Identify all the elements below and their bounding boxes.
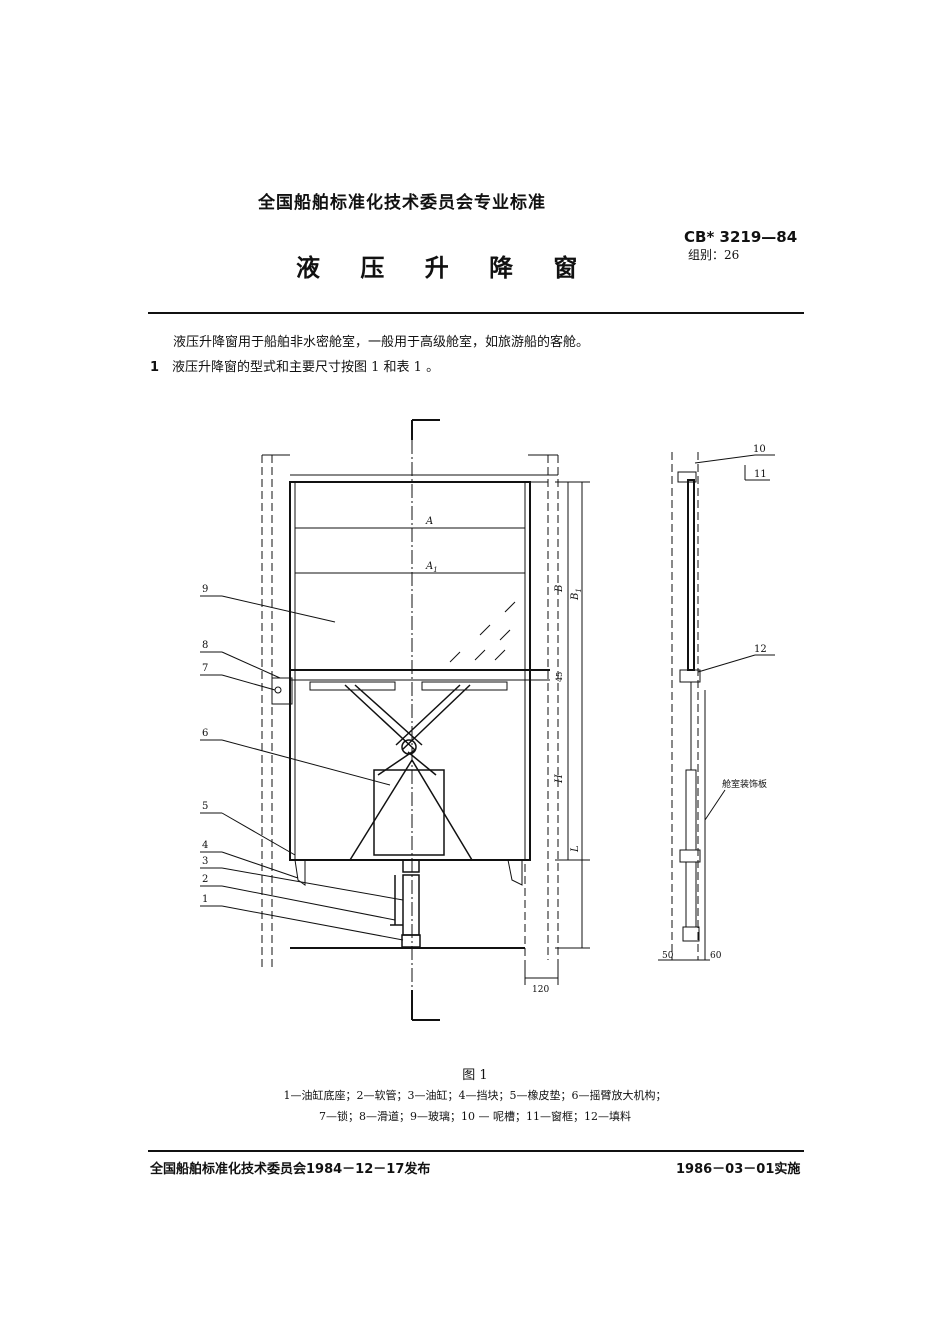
dim-B1-subscript: 1: [575, 588, 583, 592]
scissor-mechanism: [344, 684, 473, 861]
clause-1: 1 液压升降窗的型式和主要尺寸按图 1 和表 1 。: [150, 356, 439, 375]
glass-hatching: [449, 601, 516, 663]
footer-rule: [148, 1150, 804, 1152]
callout-5: 5: [202, 801, 208, 812]
callout-8: 8: [202, 640, 208, 651]
callout-4: 4: [202, 840, 208, 851]
stop-blocks: [294, 859, 523, 886]
callout-leaders: [200, 595, 404, 941]
dim-L: L: [570, 845, 581, 853]
clause-text: 液压升降窗的型式和主要尺寸按图 1 和表 1 。: [172, 360, 440, 375]
figure-legend-line-1: 1—油缸底座；2—软管；3—油缸；4—挡块；5—橡皮垫；6—摇臂放大机构；: [283, 1089, 667, 1102]
header-rule: [148, 312, 804, 314]
trim-panel-label: 舱室装饰板: [722, 778, 767, 790]
bulkhead-opening: [261, 454, 559, 970]
figure-1-drawing: 9 8 7 6 5 4 3 2 1 10 11 12 A A1 B B1 H L…: [200, 419, 775, 1021]
callout-9: 9: [202, 584, 208, 595]
side-view: [658, 452, 775, 961]
callout-7: 7: [202, 663, 208, 674]
dim-h: 45: [555, 672, 564, 682]
dim-B1: B1: [570, 588, 583, 601]
section-marker: [411, 419, 440, 1021]
intro-paragraph: 液压升降窗用于船舶非水密舱室，一般用于高级舱室，如旅游船的客舱。: [173, 335, 590, 350]
dim-B1-letter: B: [570, 593, 581, 601]
dim-A1-subscript: 1: [433, 566, 437, 574]
window-frame: [289, 481, 550, 949]
dimension-lines: [295, 481, 590, 985]
issue-date: 全国船舶标准化技术委员会1984－12－17发布: [150, 1162, 431, 1177]
callout-11: 11: [754, 469, 767, 480]
hydraulic-cylinder: [390, 859, 421, 948]
dim-A1: A1: [425, 561, 438, 574]
dim-50: 50: [662, 951, 674, 961]
figure-caption: 图 1: [462, 1068, 488, 1083]
callout-3: 3: [202, 856, 208, 867]
callout-6: 6: [202, 728, 208, 739]
callout-10: 10: [753, 444, 766, 455]
group-number: 组别：26: [688, 248, 740, 262]
document-title: 液 压 升 降 窗: [296, 254, 594, 282]
figure-legend-line-2: 7—锁；8—滑道；9—玻璃；10 — 呢槽；11—窗框；12—填料: [319, 1110, 631, 1123]
dim-H: H: [554, 774, 565, 784]
dim-120: 120: [532, 985, 549, 995]
callout-2: 2: [202, 874, 208, 885]
dim-60: 60: [710, 951, 722, 961]
dim-A: A: [425, 516, 433, 527]
effective-date: 1986－03－01实施: [676, 1162, 801, 1177]
callout-12: 12: [754, 644, 767, 655]
organization-heading: 全国船舶标准化技术委员会专业标准: [258, 193, 546, 213]
clause-number: 1: [150, 360, 160, 375]
callout-1: 1: [202, 894, 208, 905]
dim-B: B: [554, 585, 565, 593]
dim-A1-letter: A: [425, 561, 433, 572]
standard-code: CB* 3219—84: [684, 228, 798, 246]
slide-rails: [271, 677, 508, 705]
